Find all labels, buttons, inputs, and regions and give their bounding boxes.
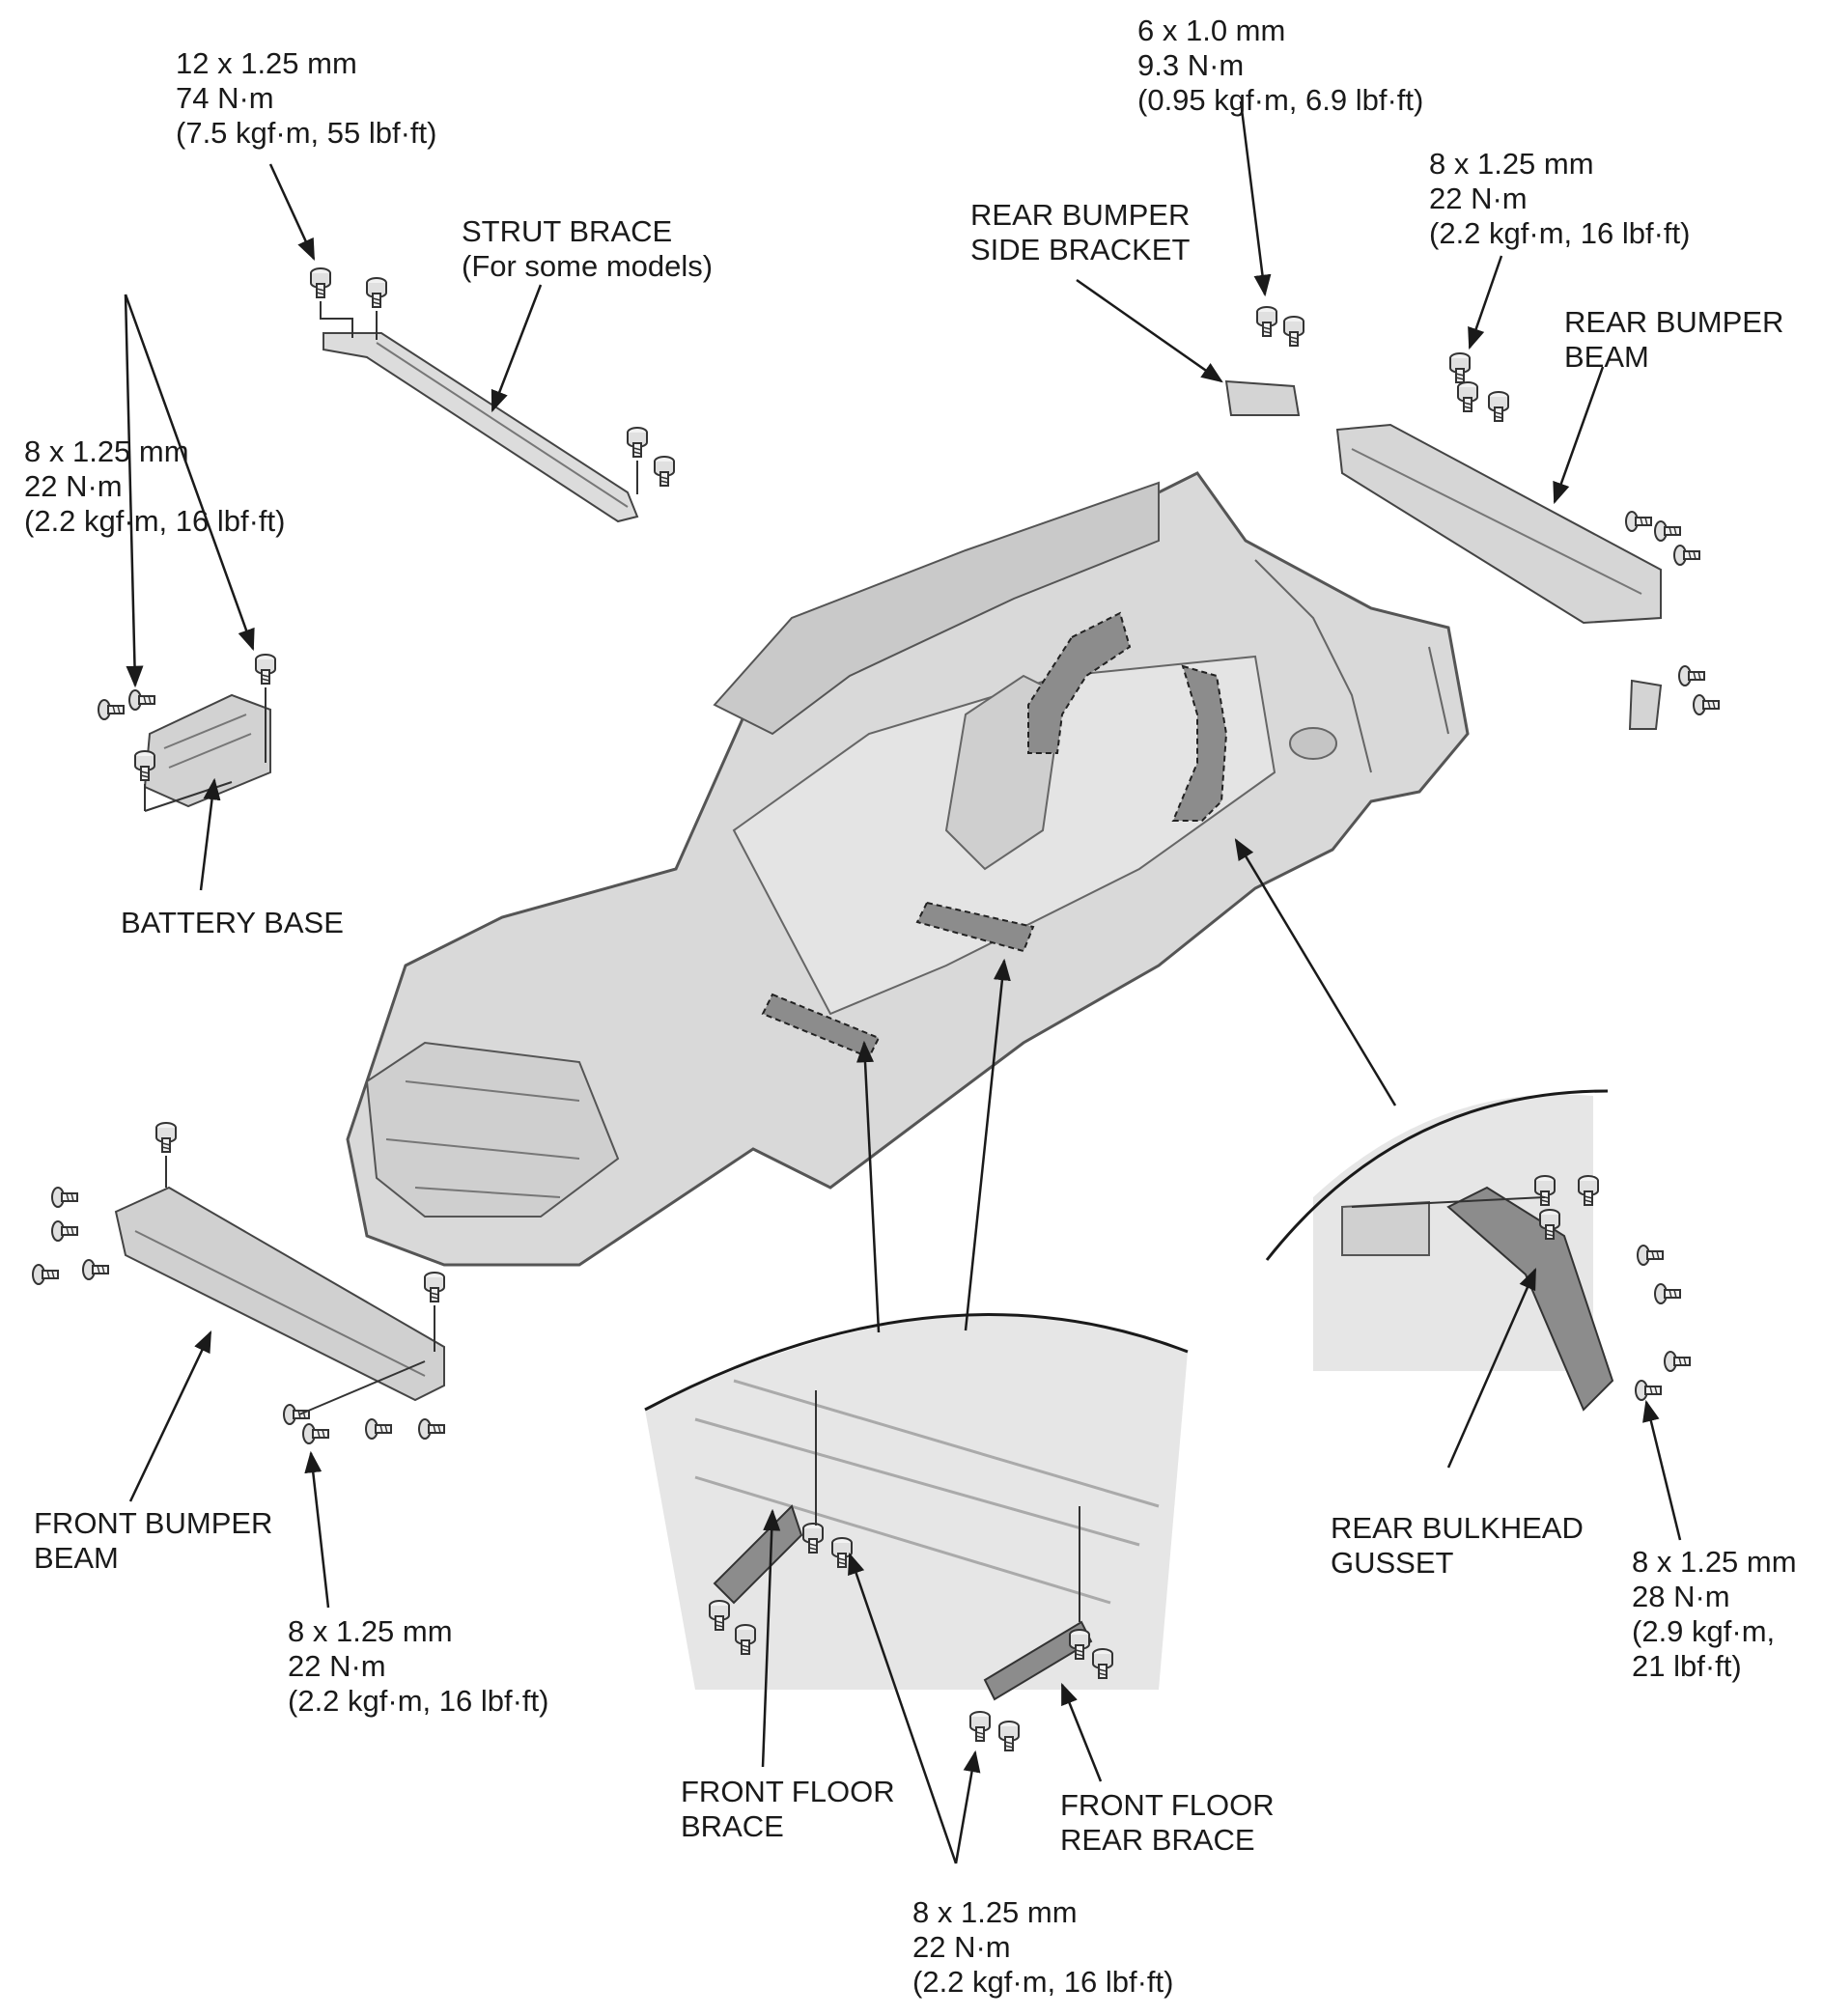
front-floor-brace-label: FRONT FLOOR BRACE bbox=[681, 1775, 895, 1843]
strut-brace bbox=[323, 332, 639, 523]
strut-brace-torque-spec: 12 x 1.25 mm 74 N·m (7.5 kgf·m, 55 lbf·f… bbox=[176, 46, 437, 150]
rear-bumper-beam-label: REAR BUMPER BEAM bbox=[1564, 305, 1784, 374]
rear-bulkhead-detail-inset bbox=[1265, 1089, 1691, 1412]
front-floor-brace-torque-spec: 8 x 1.25 mm 22 N·m (2.2 kgf·m, 16 lbf·ft… bbox=[912, 1895, 1174, 1999]
car-body-shell bbox=[346, 471, 1470, 1267]
rear-bumper-beam bbox=[1335, 352, 1700, 625]
leader-lines bbox=[124, 100, 1682, 1864]
front-bumper-beam-torque-spec: 8 x 1.25 mm 22 N·m (2.2 kgf·m, 16 lbf·ft… bbox=[288, 1614, 549, 1718]
rear-bumper-side-bracket-torque-spec: 6 x 1.0 mm 9.3 N·m (0.95 kgf·m, 6.9 lbf·… bbox=[1137, 14, 1424, 117]
battery-base-torque-spec: 8 x 1.25 mm 22 N·m (2.2 kgf·m, 16 lbf·ft… bbox=[24, 434, 286, 538]
strut-brace-nuts bbox=[310, 267, 675, 494]
rear-bumper-beam-torque-spec: 8 x 1.25 mm 22 N·m (2.2 kgf·m, 16 lbf·ft… bbox=[1429, 147, 1691, 250]
front-floor-detail-inset bbox=[644, 1313, 1189, 1751]
strut-brace-label: STRUT BRACE (For some models) bbox=[462, 214, 714, 283]
front-bumper-beam-label: FRONT BUMPER BEAM bbox=[34, 1506, 273, 1575]
front-bumper-beam bbox=[32, 1122, 445, 1444]
front-floor-rear-brace-label: FRONT FLOOR REAR BRACE bbox=[1060, 1788, 1275, 1857]
rear-bulkhead-gusset-torque-spec: 8 x 1.25 mm 28 N·m (2.9 kgf·m, 21 lbf·ft… bbox=[1632, 1545, 1797, 1683]
rear-bumper-side-bracket bbox=[1224, 306, 1720, 730]
battery-base-label: BATTERY BASE bbox=[121, 906, 344, 939]
rear-bulkhead-gusset-label: REAR BULKHEAD GUSSET bbox=[1331, 1511, 1584, 1580]
rear-bumper-side-bracket-label: REAR BUMPER SIDE BRACKET bbox=[970, 198, 1191, 266]
